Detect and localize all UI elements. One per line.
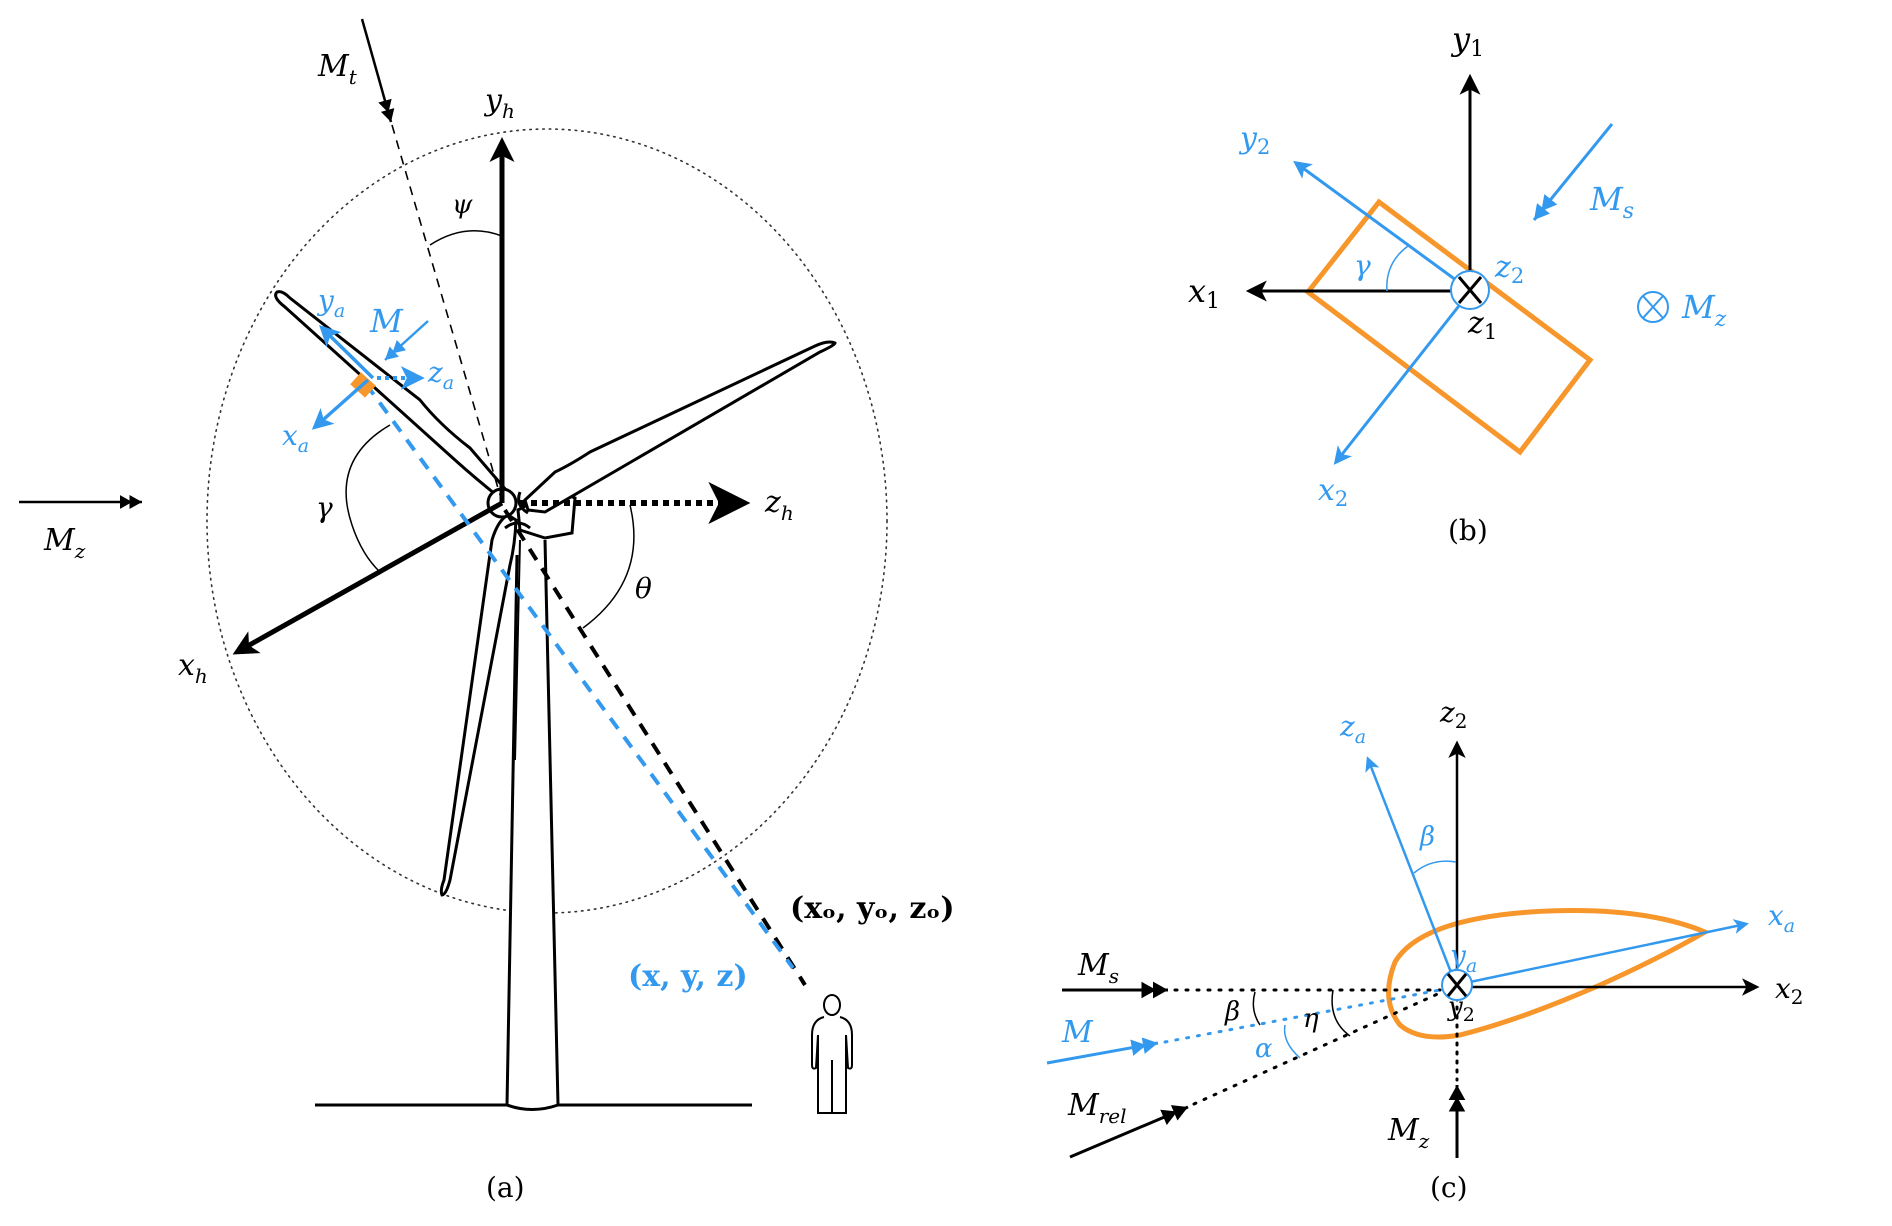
label-gamma-b: γ xyxy=(1354,249,1371,282)
rotor-disk-outline xyxy=(206,128,888,914)
label-z2-c: z2 xyxy=(1439,696,1468,733)
label-Mz-c: Mz xyxy=(1387,1113,1430,1153)
Mrel-direction-dotted xyxy=(1192,990,1444,1106)
label-Mt: Mt xyxy=(317,49,358,89)
beta-angle-arc-top xyxy=(1413,860,1457,874)
ya-axis xyxy=(319,325,375,380)
za-axis-c xyxy=(1365,756,1454,976)
caption-b: (b) xyxy=(1448,514,1488,547)
tower xyxy=(505,539,560,1111)
label-x1: x1 xyxy=(1188,272,1220,314)
blade-section-rect xyxy=(1304,198,1594,456)
panel-c: za z2 β xa ya x2 y2 Ms M Mrel β η α Mz (… xyxy=(1046,696,1804,1204)
label-Mz-b: Mz xyxy=(1681,288,1727,332)
label-za-c: za xyxy=(1339,710,1366,748)
Mt-arrow xyxy=(360,18,395,123)
label-y2-c: y2 xyxy=(1447,992,1475,1026)
label-alpha: α xyxy=(1255,1034,1273,1064)
label-y1: y1 xyxy=(1450,20,1484,62)
label-z1: z1 xyxy=(1467,306,1497,344)
label-za: za xyxy=(427,356,454,394)
xh-axis xyxy=(232,500,504,655)
label-x2-c: x2 xyxy=(1775,972,1804,1009)
tower-cap xyxy=(504,521,531,530)
panel-b: y1 y2 Ms x1 γ z2 z1 x2 Mz (b) xyxy=(1188,20,1727,547)
label-M-a: M xyxy=(369,302,404,340)
blade-right xyxy=(523,340,837,514)
label-M-c: M xyxy=(1061,1015,1094,1050)
label-y2: y2 xyxy=(1238,121,1270,159)
label-z2-b: z2 xyxy=(1494,250,1524,288)
label-Mrel: Mrel xyxy=(1067,1088,1127,1128)
caption-a: (a) xyxy=(486,1171,525,1204)
label-xa-c: xa xyxy=(1768,899,1795,937)
Mrel-arrow xyxy=(1069,1105,1189,1159)
Ms-arrow-b xyxy=(1532,123,1614,221)
blade-azimuth-line xyxy=(391,124,501,496)
label-x2-b: x2 xyxy=(1318,473,1348,511)
hub-collar xyxy=(517,491,529,515)
label-zh: zh xyxy=(764,485,794,525)
beta-angle-arc xyxy=(1252,991,1261,1026)
label-source-coords: (x, y, z) xyxy=(628,959,748,994)
label-beta: β xyxy=(1224,997,1240,1027)
alpha-angle-arc xyxy=(1283,1024,1301,1059)
eta-angle-arc-black xyxy=(1331,989,1351,1037)
psi-angle-arc xyxy=(429,230,503,246)
M-arrow-a xyxy=(384,320,429,361)
xa-axis-c xyxy=(1469,919,1749,984)
gamma-angle-arc xyxy=(345,424,391,573)
y2-axis xyxy=(1293,160,1461,285)
gamma-angle-arc-b xyxy=(1386,245,1409,292)
observer-line xyxy=(503,508,807,987)
panel-a: Mt yh ψ ya M za xa γ Mz zh θ xh (xₒ, yₒ,… xyxy=(19,18,955,1204)
theta-angle-arc xyxy=(582,504,635,629)
label-observer-coords: (xₒ, yₒ, zₒ) xyxy=(790,891,955,926)
label-Ms-b: Ms xyxy=(1589,180,1634,224)
into-page-origin-icon-c xyxy=(1441,969,1473,1001)
label-Mz-a: Mz xyxy=(43,523,86,563)
label-gamma-a: γ xyxy=(316,491,333,524)
label-xa: xa xyxy=(282,419,309,457)
label-eta: η xyxy=(1303,1004,1319,1034)
xa-axis xyxy=(311,378,370,430)
x2-axis xyxy=(1333,301,1464,465)
label-xh: xh xyxy=(178,648,208,688)
M-direction-dotted xyxy=(1163,988,1442,1044)
airfoil-profile xyxy=(1386,908,1711,1040)
eta-angle-arc xyxy=(1333,991,1350,1036)
label-psi: ψ xyxy=(452,190,473,220)
caption-c: (c) xyxy=(1430,1171,1468,1204)
label-beta-top: β xyxy=(1419,822,1435,852)
label-ya-c: ya xyxy=(1448,939,1477,977)
into-page-origin-icon xyxy=(1450,270,1490,310)
tower-inner-line xyxy=(514,539,521,761)
observer-person-icon xyxy=(811,994,853,1114)
label-Ms-c: Ms xyxy=(1077,948,1119,988)
label-theta: θ xyxy=(635,572,652,605)
Mz-into-page-icon xyxy=(1637,291,1669,323)
label-yh: yh xyxy=(483,83,515,123)
M-arrow-c xyxy=(1046,1037,1159,1065)
label-ya: ya xyxy=(316,284,345,322)
source-line xyxy=(364,382,795,970)
